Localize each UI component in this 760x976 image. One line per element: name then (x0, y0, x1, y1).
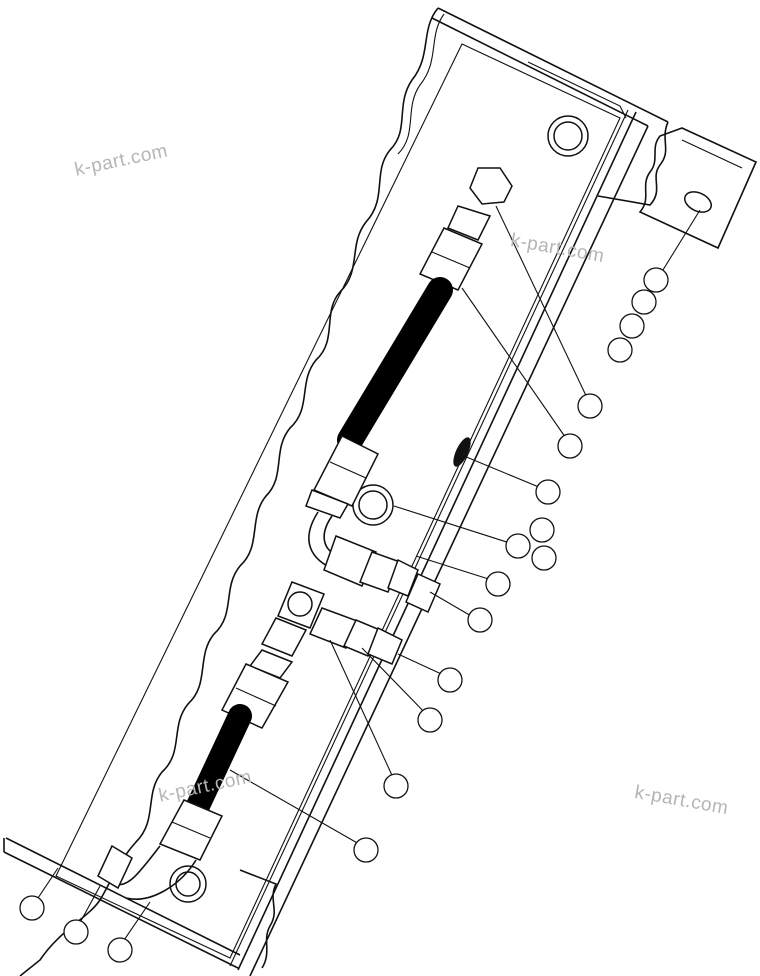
support-frame (3, 7, 669, 976)
callout-balloon (535, 479, 561, 505)
callout-balloon (643, 267, 669, 293)
callout-balloon (63, 919, 89, 945)
callout-balloon (577, 393, 603, 419)
callout-balloon (607, 337, 633, 363)
lower-hose-assembly (97, 581, 403, 900)
callout-balloons (19, 267, 669, 963)
callout-balloon (19, 895, 45, 921)
callout-balloon (619, 313, 645, 339)
callout-balloon (437, 667, 463, 693)
callout-balloon (529, 517, 555, 543)
upper-hose-assembly (305, 167, 513, 613)
plate-holes (169, 115, 589, 903)
callout-balloon (417, 707, 443, 733)
callout-balloon (467, 607, 493, 633)
callout-balloon (557, 433, 583, 459)
callout-balloon (353, 837, 379, 863)
callout-balloon (505, 533, 531, 559)
callout-balloon (107, 937, 133, 963)
callout-balloon (531, 545, 557, 571)
callout-balloon (631, 289, 657, 315)
mounting-bracket (638, 127, 758, 250)
bracket-slot-hole (684, 191, 712, 213)
callout-balloon (485, 571, 511, 597)
callout-balloon (383, 773, 409, 799)
